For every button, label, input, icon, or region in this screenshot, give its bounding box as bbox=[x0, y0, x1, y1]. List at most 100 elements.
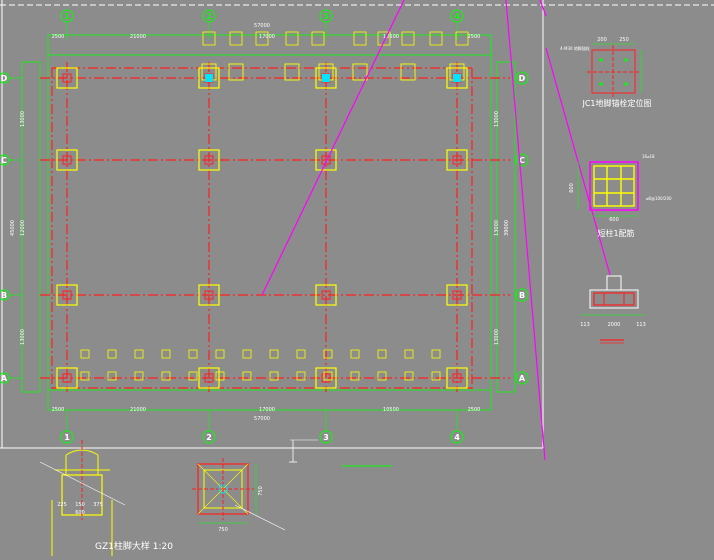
base-dim-2: 2000 bbox=[608, 322, 621, 328]
footing-3-0 bbox=[446, 67, 468, 89]
left-total-dim: 45000 bbox=[10, 220, 16, 236]
axis-bubble-bottom-1: 1 bbox=[60, 430, 74, 444]
axis-bubble-right-C: C bbox=[515, 153, 529, 167]
top-pad bbox=[429, 31, 443, 46]
small-footing bbox=[269, 349, 279, 359]
small-footing bbox=[323, 371, 333, 381]
left-span-2: 12000 bbox=[20, 220, 26, 236]
footing-2-2 bbox=[315, 284, 337, 306]
footing-3-2 bbox=[446, 284, 468, 306]
top-pad bbox=[285, 31, 299, 46]
small-footing bbox=[161, 349, 171, 359]
bottom-span-5: 2500 bbox=[468, 407, 481, 413]
column-section-dim-1: 600 bbox=[569, 183, 575, 193]
small-footing bbox=[296, 371, 306, 381]
small-footing bbox=[80, 371, 90, 381]
axis-bubble-right-D: D bbox=[515, 71, 529, 85]
svg-text:C: C bbox=[1, 156, 7, 165]
column-section-dim-2: 600 bbox=[609, 217, 619, 223]
magenta-leader-lines bbox=[261, 0, 611, 461]
svg-text:3: 3 bbox=[323, 12, 329, 21]
small-footing bbox=[188, 349, 198, 359]
small-footing bbox=[188, 371, 198, 381]
top-pads bbox=[201, 31, 469, 82]
top-pad bbox=[255, 31, 269, 46]
footing-0-3 bbox=[56, 367, 78, 389]
top-span-5: 2500 bbox=[468, 34, 481, 40]
right-span-2: 13000 bbox=[494, 220, 500, 236]
top-pad bbox=[401, 31, 415, 46]
small-footing bbox=[215, 349, 225, 359]
top-span-1: 2500 bbox=[52, 34, 65, 40]
column-2-2 bbox=[321, 290, 331, 300]
svg-text:2: 2 bbox=[206, 12, 212, 21]
gz1-dim-2: 150 bbox=[75, 502, 85, 508]
plan-detail-dim-2: 750 bbox=[258, 486, 264, 496]
small-footing bbox=[431, 349, 441, 359]
column-section-note-2: ⌀8@100/200 bbox=[646, 196, 672, 201]
upper-pad bbox=[400, 63, 416, 81]
small-footing bbox=[134, 349, 144, 359]
small-footing bbox=[269, 371, 279, 381]
plan-detail: 750 750 bbox=[192, 458, 286, 533]
bottom-span-3: 17000 bbox=[259, 407, 275, 413]
bottom-span-4: 10500 bbox=[383, 407, 399, 413]
svg-text:4: 4 bbox=[454, 12, 460, 21]
bottom-total-dim: 57000 bbox=[254, 416, 270, 422]
gz1-dim-3: 375 bbox=[93, 502, 103, 508]
small-footing bbox=[404, 371, 414, 381]
bottom-span-1: 2500 bbox=[52, 407, 65, 413]
dimension-lines bbox=[21, 34, 516, 411]
footing-2-1 bbox=[315, 149, 337, 171]
gz1-dim-1: 225 bbox=[57, 502, 67, 508]
top-pad bbox=[455, 31, 469, 46]
svg-text:4: 4 bbox=[454, 433, 460, 442]
axis-bubble-left-C: C bbox=[0, 154, 10, 166]
bottom-markers bbox=[289, 439, 392, 467]
small-footing bbox=[242, 371, 252, 381]
top-total-dim: 57000 bbox=[254, 23, 270, 29]
footing-0-0 bbox=[56, 67, 78, 89]
axis-bubbles: 1 2 3 4 1 2 3 4 D C B A D C B A bbox=[0, 9, 529, 444]
dimension-text: 57000 2500 21000 17000 10500 2500 57000 … bbox=[10, 23, 510, 422]
column-0-1 bbox=[62, 155, 72, 165]
top-span-4: 10500 bbox=[383, 34, 399, 40]
axis-bubble-left-B: B bbox=[0, 289, 10, 301]
column-section-detail: 600 600 16⌀18 ⌀8@100/200 短柱1配筋 bbox=[569, 154, 672, 238]
top-pad bbox=[202, 31, 216, 46]
small-footing bbox=[80, 349, 90, 359]
axis-bubble-right-A: A bbox=[515, 371, 529, 385]
right-span-1: 13000 bbox=[494, 111, 500, 127]
axis-bubble-bottom-2: 2 bbox=[202, 430, 216, 444]
plan-detail-dim-1: 750 bbox=[218, 527, 228, 533]
axis-bubble-left-D: D bbox=[0, 72, 10, 84]
left-span-1: 13000 bbox=[20, 111, 26, 127]
footing-1-2 bbox=[198, 284, 220, 306]
drawing-frame bbox=[0, 0, 714, 449]
right-total-dim: 39000 bbox=[504, 220, 510, 236]
svg-text:C: C bbox=[519, 156, 525, 165]
column-2-3 bbox=[321, 373, 331, 383]
cyan-column-marker bbox=[322, 74, 330, 82]
column-2-1 bbox=[321, 155, 331, 165]
upper-pad bbox=[284, 63, 300, 81]
left-span-3: 13000 bbox=[20, 329, 26, 345]
top-pad bbox=[229, 31, 243, 46]
svg-text:1: 1 bbox=[64, 433, 70, 442]
footing-2-0 bbox=[315, 67, 337, 89]
jc1-anchor-detail: 200 250 4-M30 地脚锚栓 JC1地脚锚栓定位图 bbox=[560, 37, 652, 108]
small-footing bbox=[134, 371, 144, 381]
footing-2-3 bbox=[315, 367, 337, 389]
small-footing bbox=[161, 371, 171, 381]
top-span-3: 17000 bbox=[259, 34, 275, 40]
bottom-span-2: 21000 bbox=[130, 407, 146, 413]
upper-pad bbox=[228, 63, 244, 81]
small-footing bbox=[215, 371, 225, 381]
gz1-title: GZ1柱脚大样 1:20 bbox=[95, 540, 173, 552]
upper-pad bbox=[352, 63, 368, 81]
top-pad bbox=[377, 31, 391, 46]
column-1-1 bbox=[204, 155, 214, 165]
small-footing bbox=[350, 349, 360, 359]
